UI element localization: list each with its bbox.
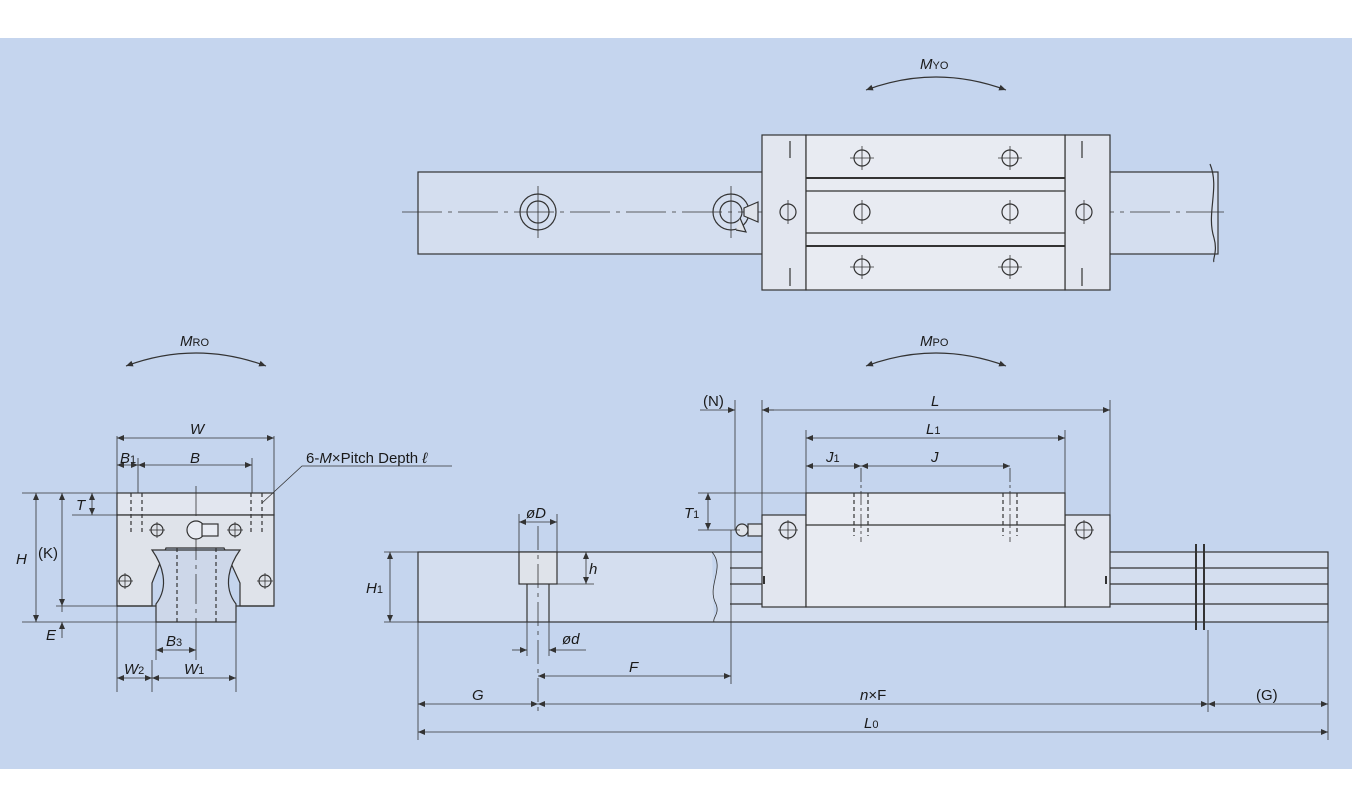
- label-L: L: [931, 393, 939, 410]
- block-end-cap-left: [761, 134, 807, 291]
- label-T: T: [76, 497, 87, 514]
- rail-break-top: [1209, 163, 1217, 263]
- thread-leader: [261, 465, 452, 504]
- label-B1-sub: 1: [130, 454, 136, 466]
- label-nF-times: ×F: [868, 687, 886, 704]
- label-L1: L: [926, 421, 934, 438]
- side-block-body: [805, 492, 1066, 608]
- rail-break-side: [711, 551, 718, 623]
- svg-text:MYO: MYO: [920, 56, 949, 73]
- side-screw-holes: [778, 468, 1094, 542]
- svg-text:n×F: n×F: [860, 687, 886, 704]
- label-nF-n: n: [860, 687, 868, 704]
- label-B3-sub: 3: [176, 637, 182, 649]
- label-W1: W: [184, 661, 200, 678]
- label-H: H: [16, 551, 27, 568]
- label-B3: B: [166, 633, 176, 650]
- svg-text:B1: B1: [120, 450, 136, 467]
- label-H1-sub: 1: [377, 584, 383, 596]
- label-T1: T: [684, 505, 695, 522]
- label-thread-l: ℓ: [421, 450, 428, 467]
- label-T1-sub: 1: [693, 509, 699, 521]
- svg-text:W2: W2: [124, 661, 144, 678]
- end-grease-nipple: [186, 520, 219, 540]
- label-L1-sub: 1: [934, 425, 940, 437]
- label-F: F: [629, 659, 639, 676]
- svg-text:B3: B3: [166, 633, 182, 650]
- linear-guide-drawing: MYO MRO MPO W B1 B 6-M×Pitch Depth ℓ T H…: [0, 38, 1352, 769]
- rail-bolt-hole-1: [519, 186, 557, 238]
- mro-moment-arrow: [125, 352, 267, 367]
- label-W2: W: [124, 661, 140, 678]
- background: [0, 38, 1352, 769]
- block-body-top: [805, 134, 1066, 291]
- label-mro-sub: RO: [193, 337, 210, 349]
- svg-text:6-M×Pitch Depth ℓ: 6-M×Pitch Depth ℓ: [306, 450, 428, 467]
- label-B1: B: [120, 450, 130, 467]
- label-J1: J: [825, 449, 834, 466]
- label-E: E: [46, 627, 57, 644]
- label-G-paren: (G): [1256, 687, 1278, 704]
- diagram-panel: MYO MRO MPO W B1 B 6-M×Pitch Depth ℓ T H…: [0, 38, 1352, 769]
- svg-text:T1: T1: [684, 505, 699, 522]
- label-mro: M: [180, 333, 193, 350]
- end-view: [22, 352, 452, 692]
- label-H1: H: [366, 580, 377, 597]
- svg-text:J1: J1: [825, 449, 840, 466]
- mpo-moment-arrow: [865, 352, 1007, 367]
- label-J1-sub: 1: [834, 453, 840, 465]
- label-N: (N): [703, 393, 724, 410]
- side-end-cap-left: [761, 514, 807, 608]
- block-mount-holes: [779, 146, 1093, 279]
- svg-text:L1: L1: [926, 421, 940, 438]
- svg-text:W1: W1: [184, 661, 204, 678]
- label-W1-sub: 1: [198, 665, 204, 677]
- label-W: W: [190, 421, 206, 438]
- myo-moment-arrow: [865, 76, 1007, 91]
- label-K: (K): [38, 545, 58, 562]
- svg-text:L0: L0: [864, 715, 878, 732]
- label-thread-prefix: 6-: [306, 450, 319, 467]
- block-end-cap-right: [1064, 134, 1111, 291]
- label-phid: ød: [562, 631, 580, 648]
- label-J: J: [930, 449, 939, 466]
- end-tap-holes: [117, 522, 273, 589]
- side-grease-nipple: [735, 523, 763, 537]
- label-myo-sub: YO: [933, 60, 949, 72]
- side-end-cap-right: [1064, 514, 1111, 608]
- label-L0: L: [864, 715, 872, 732]
- label-myo: M: [920, 56, 933, 73]
- svg-text:MPO: MPO: [920, 333, 949, 350]
- label-mpo: M: [920, 333, 933, 350]
- label-L0-sub: 0: [872, 719, 878, 731]
- grease-nipple-top: [735, 201, 759, 233]
- label-G: G: [472, 687, 484, 704]
- label-B: B: [190, 450, 200, 467]
- svg-text:H1: H1: [366, 580, 383, 597]
- label-phiD: øD: [526, 505, 546, 522]
- label-W2-sub: 2: [138, 665, 144, 677]
- label-thread-rest: ×Pitch Depth: [332, 450, 422, 467]
- side-view: [384, 352, 1329, 740]
- top-view: [402, 76, 1224, 291]
- label-mpo-sub: PO: [933, 337, 949, 349]
- labels: MYO MRO MPO W B1 B 6-M×Pitch Depth ℓ T H…: [16, 56, 1278, 732]
- label-h: h: [589, 561, 597, 578]
- label-thread-m: M: [319, 450, 332, 467]
- svg-text:MRO: MRO: [180, 333, 209, 350]
